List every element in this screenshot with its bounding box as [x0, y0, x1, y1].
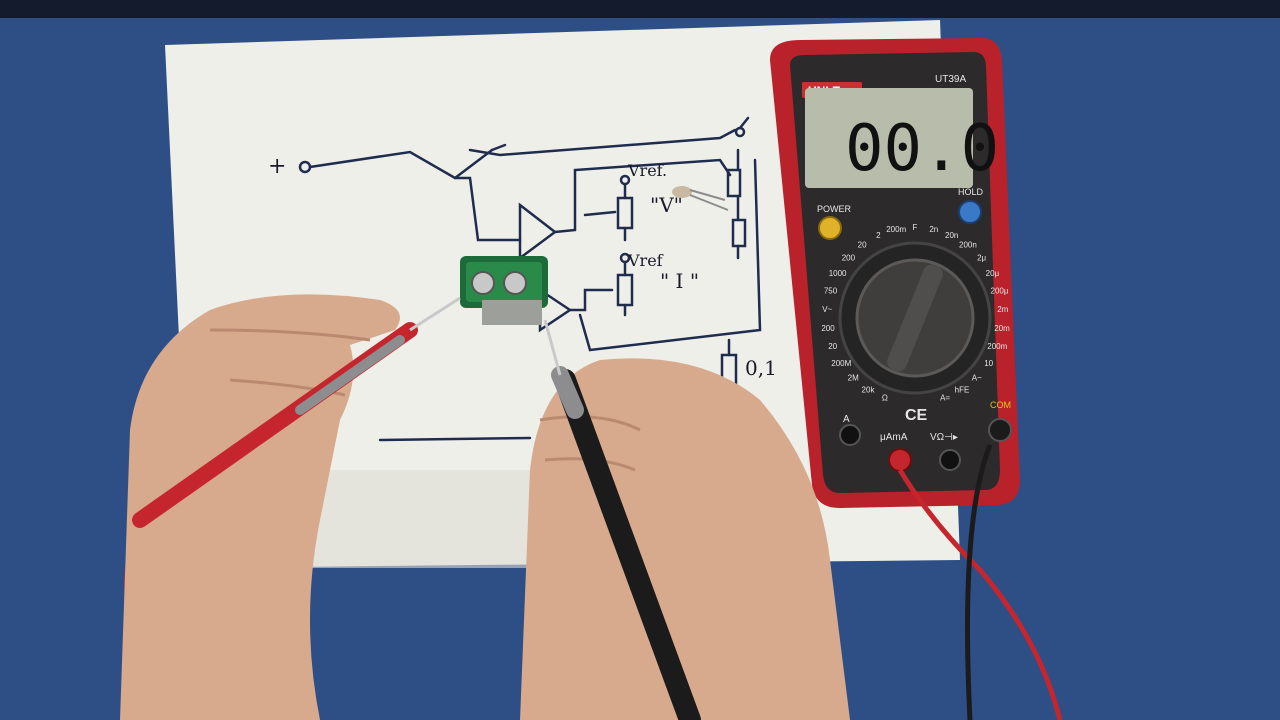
left-hand — [120, 294, 400, 720]
port-vohm-label: VΩ⊣▸ — [930, 432, 958, 443]
multimeter: UNI-T UT39A 00.0 POWER HOLD Ω20k2M200M20… — [770, 38, 1020, 508]
dial-label: F — [913, 223, 918, 232]
dial-label: 200n — [959, 241, 977, 250]
dial-label: V~ — [822, 305, 832, 314]
multimeter-model: UT39A — [935, 74, 966, 85]
power-label: POWER — [817, 204, 852, 214]
dial-label: 200M — [831, 359, 851, 368]
power-button[interactable] — [818, 216, 842, 240]
red-lead-to-meter — [897, 468, 1063, 720]
port-a-label: A — [843, 414, 850, 425]
lcd-screen — [805, 88, 973, 188]
battery-snap-connector — [460, 256, 548, 325]
dial-label: 2 — [876, 231, 881, 240]
dial-label: 200m — [987, 342, 1007, 351]
dial-label: 20m — [994, 324, 1010, 333]
port-uama-label: μAmA — [880, 432, 908, 443]
port-com-label: COM — [990, 400, 1011, 410]
dial-label: 2m — [997, 305, 1008, 314]
dial-label: 750 — [824, 287, 838, 296]
port-a-jack[interactable] — [839, 424, 861, 446]
schematic-i-mode-label: " I " — [660, 269, 699, 293]
hold-button[interactable] — [958, 200, 982, 224]
dial-label: hFE — [955, 385, 970, 394]
dial-label: A~ — [972, 374, 982, 383]
top-shadow — [0, 0, 1280, 18]
dial-label: 10 — [984, 359, 993, 368]
lcd-reading: 00.0 — [845, 112, 999, 186]
dial-label: 20n — [945, 231, 958, 240]
schematic-vref-bottom-label: Vref — [627, 251, 664, 270]
dial-label: 2M — [848, 374, 859, 383]
dial-label: 1000 — [829, 269, 847, 278]
led-component — [672, 186, 729, 211]
hold-label: HOLD — [958, 187, 984, 197]
dial-label: 200m — [886, 225, 906, 234]
dial-label: 20 — [858, 241, 867, 250]
dial-label: 20 — [828, 342, 837, 351]
circuit-schematic — [298, 116, 762, 442]
schematic-plus-label: + — [268, 154, 286, 179]
ce-mark: CE — [905, 407, 928, 424]
dial-label: 2n — [929, 225, 938, 234]
dial-label: 2μ — [977, 254, 986, 263]
dial-label: 200 — [821, 324, 835, 333]
schematic-resistor-value: 0,1 — [745, 356, 777, 380]
dial-label: A= — [940, 394, 950, 403]
dial-label: 200μ — [991, 287, 1009, 296]
rotary-dial-pointer — [887, 264, 943, 372]
black-test-probe[interactable] — [543, 319, 701, 720]
dial-label: 20μ — [986, 269, 1000, 278]
port-vohm-jack[interactable] — [939, 449, 961, 471]
dial-label: 20k — [862, 385, 876, 394]
black-lead-to-meter — [965, 444, 993, 720]
dial-label: Ω — [882, 394, 888, 403]
red-test-probe[interactable] — [132, 296, 461, 528]
schematic-vref-top-label: Vref. — [627, 161, 667, 180]
port-uama-jack[interactable] — [888, 448, 912, 472]
port-com-jack[interactable] — [988, 418, 1012, 442]
dial-label: 200 — [842, 254, 856, 263]
